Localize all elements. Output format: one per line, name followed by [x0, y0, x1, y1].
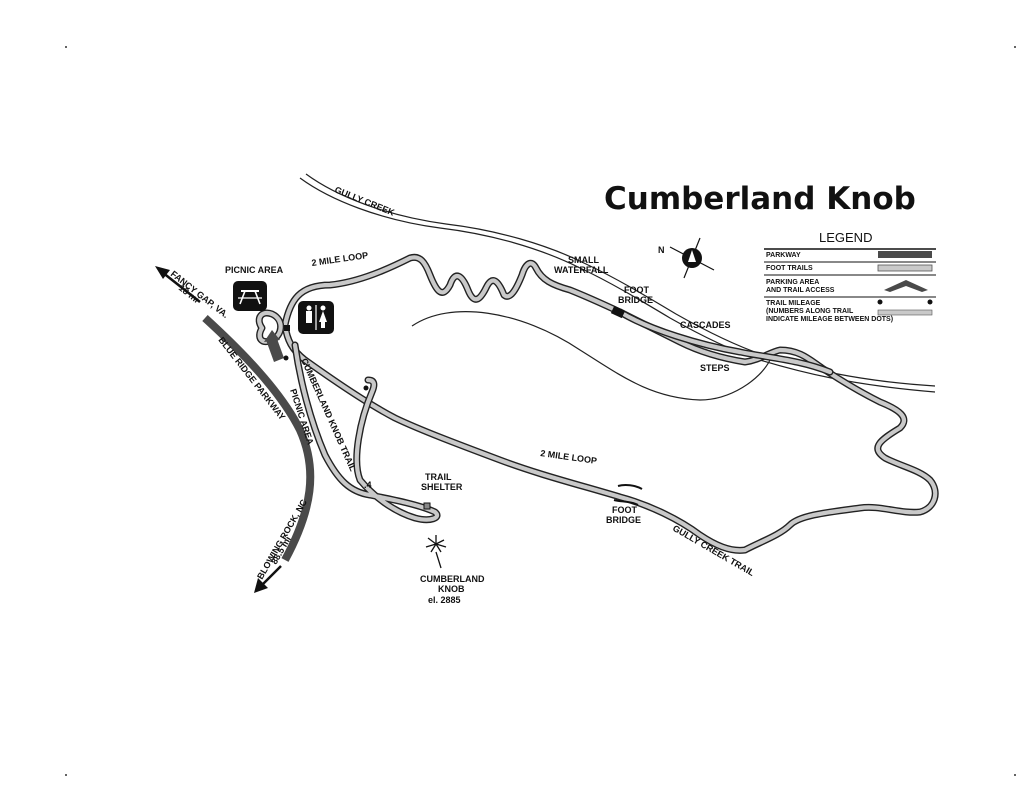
- mileage-dots: [283, 355, 369, 391]
- trail-shelter-label-2: SHELTER: [421, 482, 463, 492]
- restroom-icon: [298, 301, 334, 334]
- small-waterfall-label-1: SMALL: [568, 255, 599, 265]
- foot-bridge-top-label-2: BRIDGE: [618, 295, 653, 305]
- two-mile-loop-label-top: 2 MILE LOOP: [311, 250, 369, 268]
- cumberland-knob-label-1: CUMBERLAND: [420, 574, 485, 584]
- foot-bridge-top-label-1: FOOT: [624, 285, 649, 295]
- legend-heading: LEGEND: [819, 230, 872, 245]
- blue-ridge-parkway-road: [202, 315, 315, 562]
- compass-icon: N: [658, 237, 715, 279]
- picnic-area-label-top: PICNIC AREA: [225, 265, 284, 275]
- foot-bridge-bottom-label-1: FOOT: [612, 505, 637, 515]
- picnic-table-icon: [233, 281, 267, 311]
- summit-icon: [425, 535, 447, 569]
- registration-marks: [65, 46, 1016, 776]
- cumberland-knob-elevation: el. 2885: [428, 595, 461, 605]
- creek-lower: [411, 311, 771, 401]
- legend-mileage-label-3: INDICATE MILEAGE BETWEEN DOTS): [766, 316, 893, 323]
- compass-north-label: N: [658, 245, 665, 255]
- trail-shelter-label-1: TRAIL: [425, 472, 452, 482]
- map-title: Cumberland Knob: [604, 181, 916, 217]
- legend-parking-swatch: [884, 280, 928, 292]
- fancy-gap-label-1: FANCY GAP, VA.: [169, 269, 231, 320]
- legend-parking-label-2: AND TRAIL ACCESS: [766, 287, 835, 294]
- parking-area-icon: [266, 336, 284, 362]
- cumberland-knob-label-2: KNOB: [438, 584, 465, 594]
- legend-parkway-swatch: [878, 251, 932, 258]
- legend-foot-trails-swatch: [877, 264, 933, 272]
- trail-shelter-marker: [423, 502, 431, 510]
- trails: [255, 253, 939, 554]
- trailhead-marker: [284, 325, 290, 331]
- legend-mileage-label-1: TRAIL MILEAGE: [766, 300, 821, 307]
- parking-access-arrow: [264, 330, 280, 342]
- mileage-marker-label: .4: [364, 480, 372, 490]
- two-mile-loop-label-mid: 2 MILE LOOP: [540, 448, 598, 466]
- steps-label: STEPS: [700, 363, 730, 373]
- legend-parkway-label: PARKWAY: [766, 252, 801, 259]
- legend-foot-trails-label: FOOT TRAILS: [766, 265, 813, 272]
- small-waterfall-label-2: WATERFALL: [554, 265, 609, 275]
- cascades-label: CASCADES: [680, 320, 731, 330]
- legend: LEGEND PARKWAY FOOT TRAILS PARKING AREA …: [764, 230, 936, 323]
- legend-parking-label-1: PARKING AREA: [766, 279, 819, 286]
- fancy-gap-arrow: [155, 266, 201, 303]
- blowing-rock-arrow: [254, 565, 282, 593]
- foot-bridge-top: [610, 305, 626, 319]
- legend-mileage-swatch: [877, 309, 933, 316]
- foot-bridge-bottom: [613, 484, 643, 506]
- legend-mileage-label-2: (NUMBERS ALONG TRAIL: [766, 308, 854, 315]
- foot-bridge-bottom-label-2: BRIDGE: [606, 515, 641, 525]
